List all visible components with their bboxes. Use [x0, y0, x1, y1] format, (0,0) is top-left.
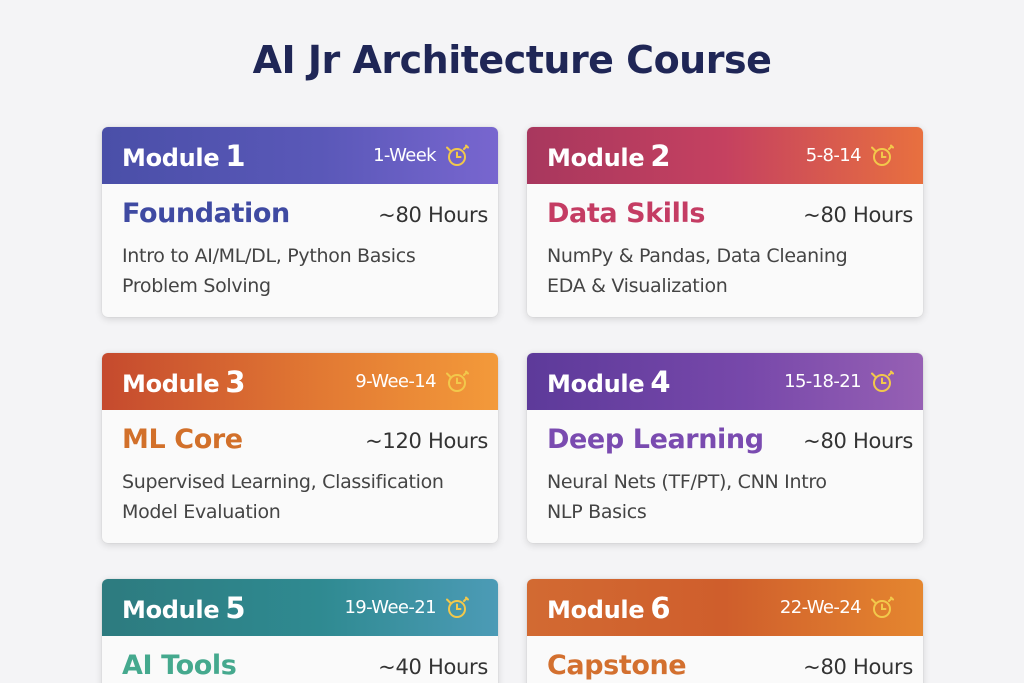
module-topics: Intro to AI/ML/DL, Python Basics Problem…: [102, 229, 498, 301]
module-number: 6: [650, 590, 671, 625]
module-number: 5: [225, 590, 246, 625]
alarm-clock-icon: [871, 596, 894, 618]
topic-line: EDA & Visualization: [547, 275, 728, 297]
alarm-clock-icon: [446, 144, 469, 166]
alarm-clock-icon: [446, 370, 469, 392]
module-name: Data Skills: [547, 198, 705, 229]
module-name: ML Core: [122, 424, 243, 455]
module-hours: ~80 Hours: [803, 203, 913, 227]
module-number: 4: [650, 364, 671, 399]
module-duration: 9-Wee-14: [355, 371, 436, 392]
module-duration: 22-We-24: [779, 597, 862, 618]
alarm-clock-icon: [446, 596, 469, 618]
alarm-clock-icon: [871, 370, 894, 392]
topic-line: Supervised Learning, Classification: [122, 471, 444, 493]
module-topics: Supervised Learning, Classification Mode…: [102, 455, 498, 527]
page-title: AI Jr Architecture Course: [252, 38, 772, 82]
module-hours: ~80 Hours: [803, 655, 913, 679]
module-number: 1: [225, 138, 246, 173]
module-hours: ~40 Hours: [378, 655, 488, 679]
topic-line: Intro to AI/ML/DL, Python Basics: [122, 245, 416, 267]
module-duration: 19-Wee-21: [344, 597, 436, 618]
alarm-clock-icon: [871, 144, 894, 166]
module-hours: ~80 Hours: [803, 429, 913, 453]
module-duration: 1-Week: [373, 145, 437, 166]
topic-line: Model Evaluation: [122, 501, 281, 523]
module-name: Foundation: [122, 198, 290, 229]
module-name: AI Tools: [122, 650, 237, 681]
module-topics: NumPy & Pandas, Data Cleaning EDA & Visu…: [527, 229, 923, 301]
module-duration: 15-18-21: [784, 371, 862, 392]
module-number: 2: [650, 138, 671, 173]
module-duration: 5-8-14: [805, 145, 862, 166]
module-number: 3: [225, 364, 246, 399]
module-hours: ~120 Hours: [365, 429, 488, 453]
module-name: Deep Learning: [547, 424, 764, 455]
topic-line: NLP Basics: [547, 501, 647, 523]
topic-line: NumPy & Pandas, Data Cleaning: [547, 245, 848, 267]
module-name: Capstone: [547, 650, 687, 681]
topic-line: Problem Solving: [122, 275, 271, 297]
module-hours: ~80 Hours: [378, 203, 488, 227]
topic-line: Neural Nets (TF/PT), CNN Intro: [547, 471, 827, 493]
module-topics: Neural Nets (TF/PT), CNN Intro NLP Basic…: [527, 455, 923, 527]
